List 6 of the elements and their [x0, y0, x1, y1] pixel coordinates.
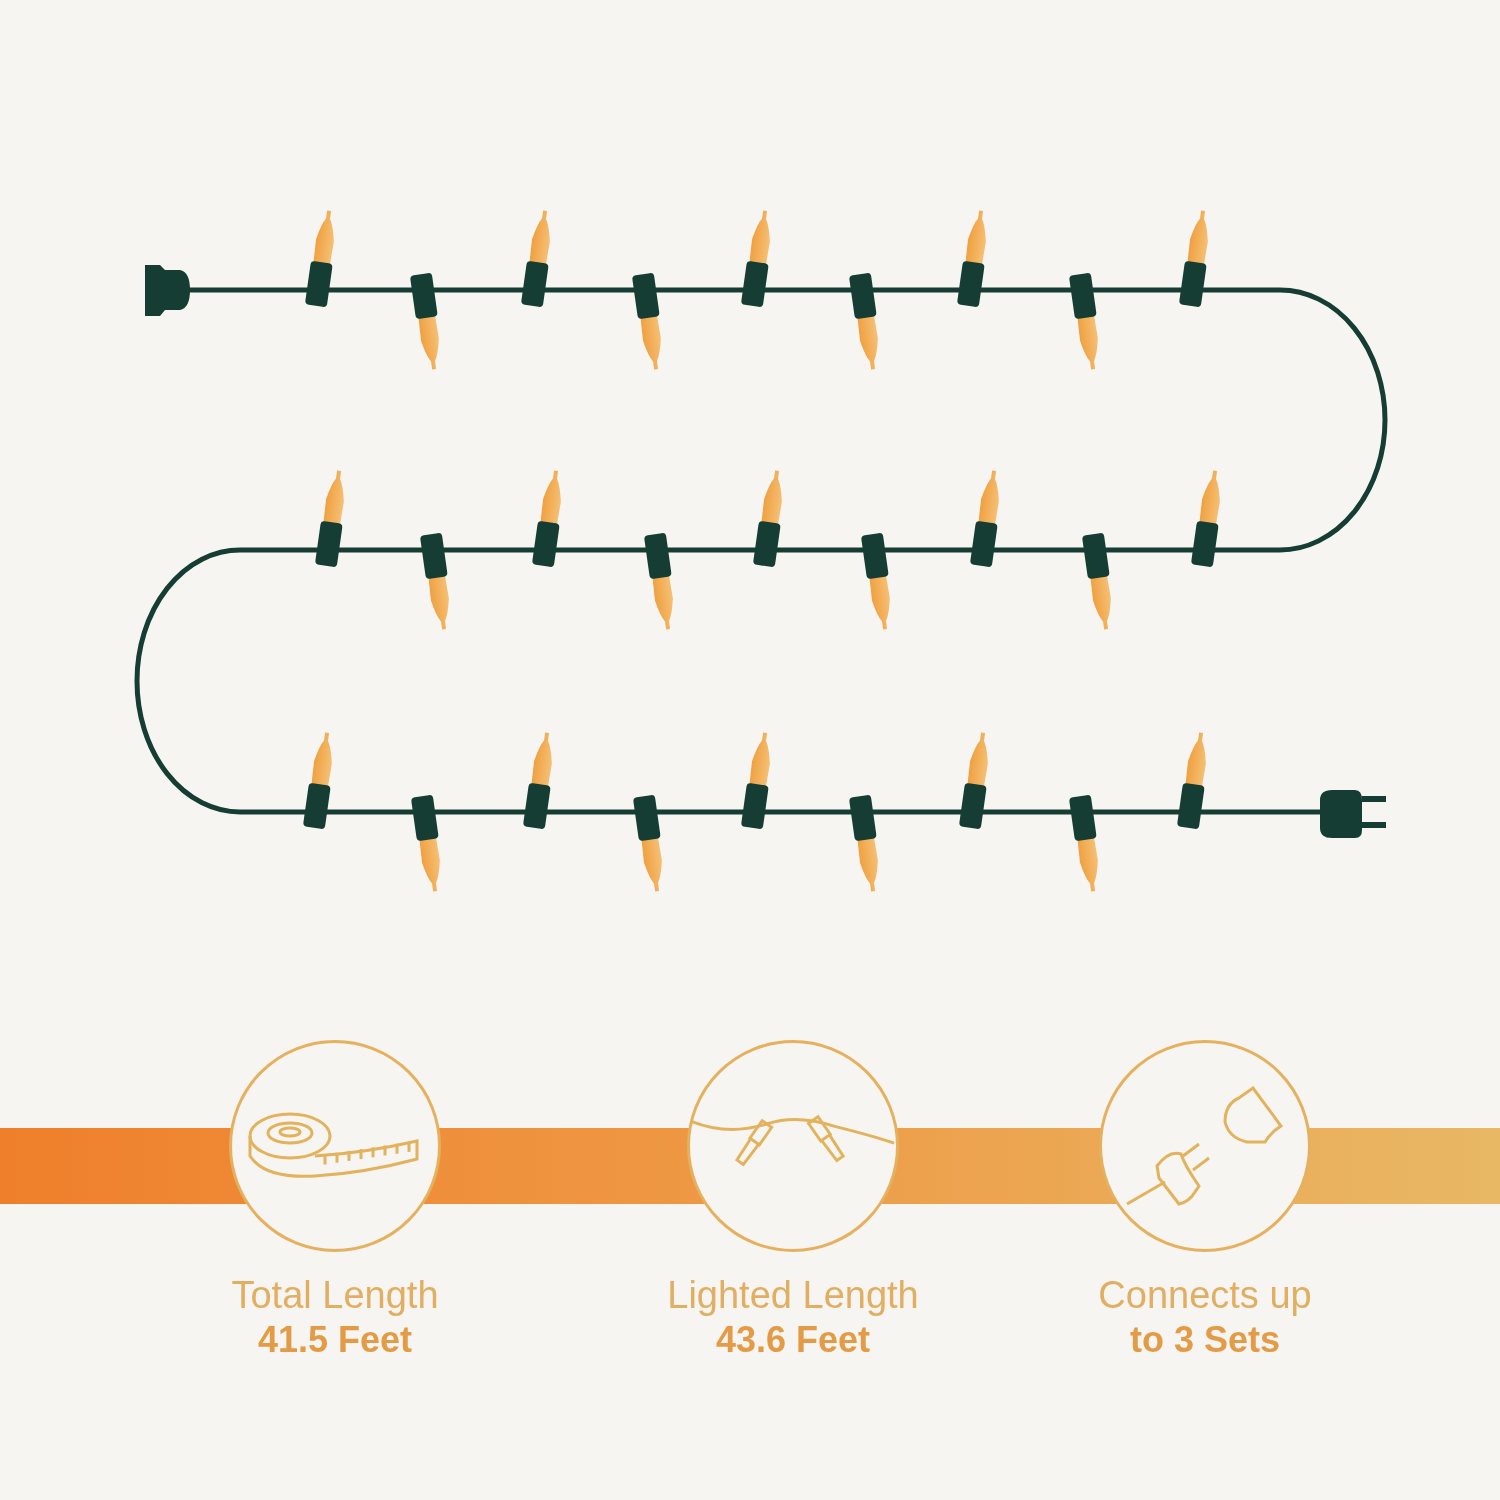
feature-value: 41.5 Feet [257, 1318, 413, 1362]
feature-value: to 3 Sets [1129, 1318, 1280, 1362]
feature-label: Total Length [231, 1273, 439, 1318]
feature-label: Connects up [1098, 1273, 1312, 1318]
feature-value: 43.6 Feet [715, 1318, 871, 1362]
feature-label: Lighted Length [667, 1273, 919, 1318]
